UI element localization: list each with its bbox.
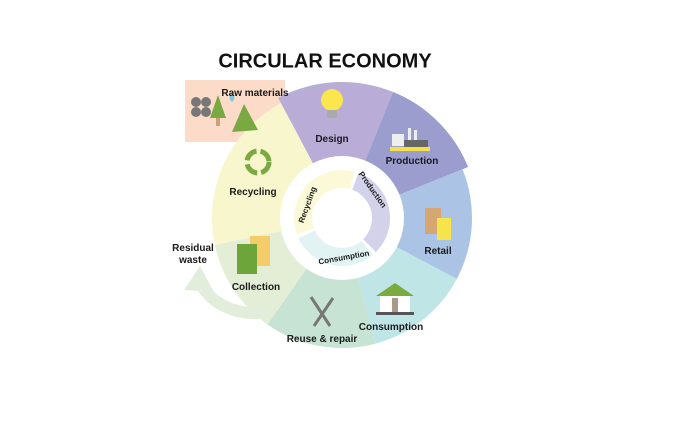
lightbulb-icon (321, 89, 343, 118)
factory-icon (390, 128, 430, 151)
label-raw-materials: Raw materials (221, 88, 289, 99)
residual-line-1: Residual (172, 243, 214, 254)
label-retail: Retail (424, 246, 452, 257)
raw-materials-icon (191, 92, 258, 132)
label-reuse-repair: Reuse & repair (286, 334, 358, 345)
inner-arrow-consumption (298, 230, 373, 266)
label-consumption: Consumption (358, 322, 424, 333)
trash-bins-icon (237, 236, 270, 274)
stage-segment-design (278, 81, 393, 170)
page-title: CIRCULAR ECONOMY (218, 50, 432, 73)
house-icon (376, 283, 414, 315)
inner-arrow-recycling (294, 170, 355, 235)
inner-arrow-production (352, 172, 391, 252)
label-production: Production (385, 156, 439, 167)
recycle-icon (244, 148, 272, 176)
residual-waste-arrowhead (184, 266, 214, 292)
tools-icon (309, 296, 335, 327)
label-design: Design (315, 134, 349, 145)
shopping-bags-icon (425, 208, 451, 240)
stage-segment-recycling (212, 103, 317, 246)
residual-line-2: waste (179, 255, 207, 266)
label-recycling: Recycling (229, 187, 277, 198)
label-residual-waste: Residual waste (172, 243, 214, 267)
center-hole (316, 192, 368, 244)
label-collection: Collection (231, 282, 281, 293)
stage-segment-reuse-repair (267, 263, 376, 348)
